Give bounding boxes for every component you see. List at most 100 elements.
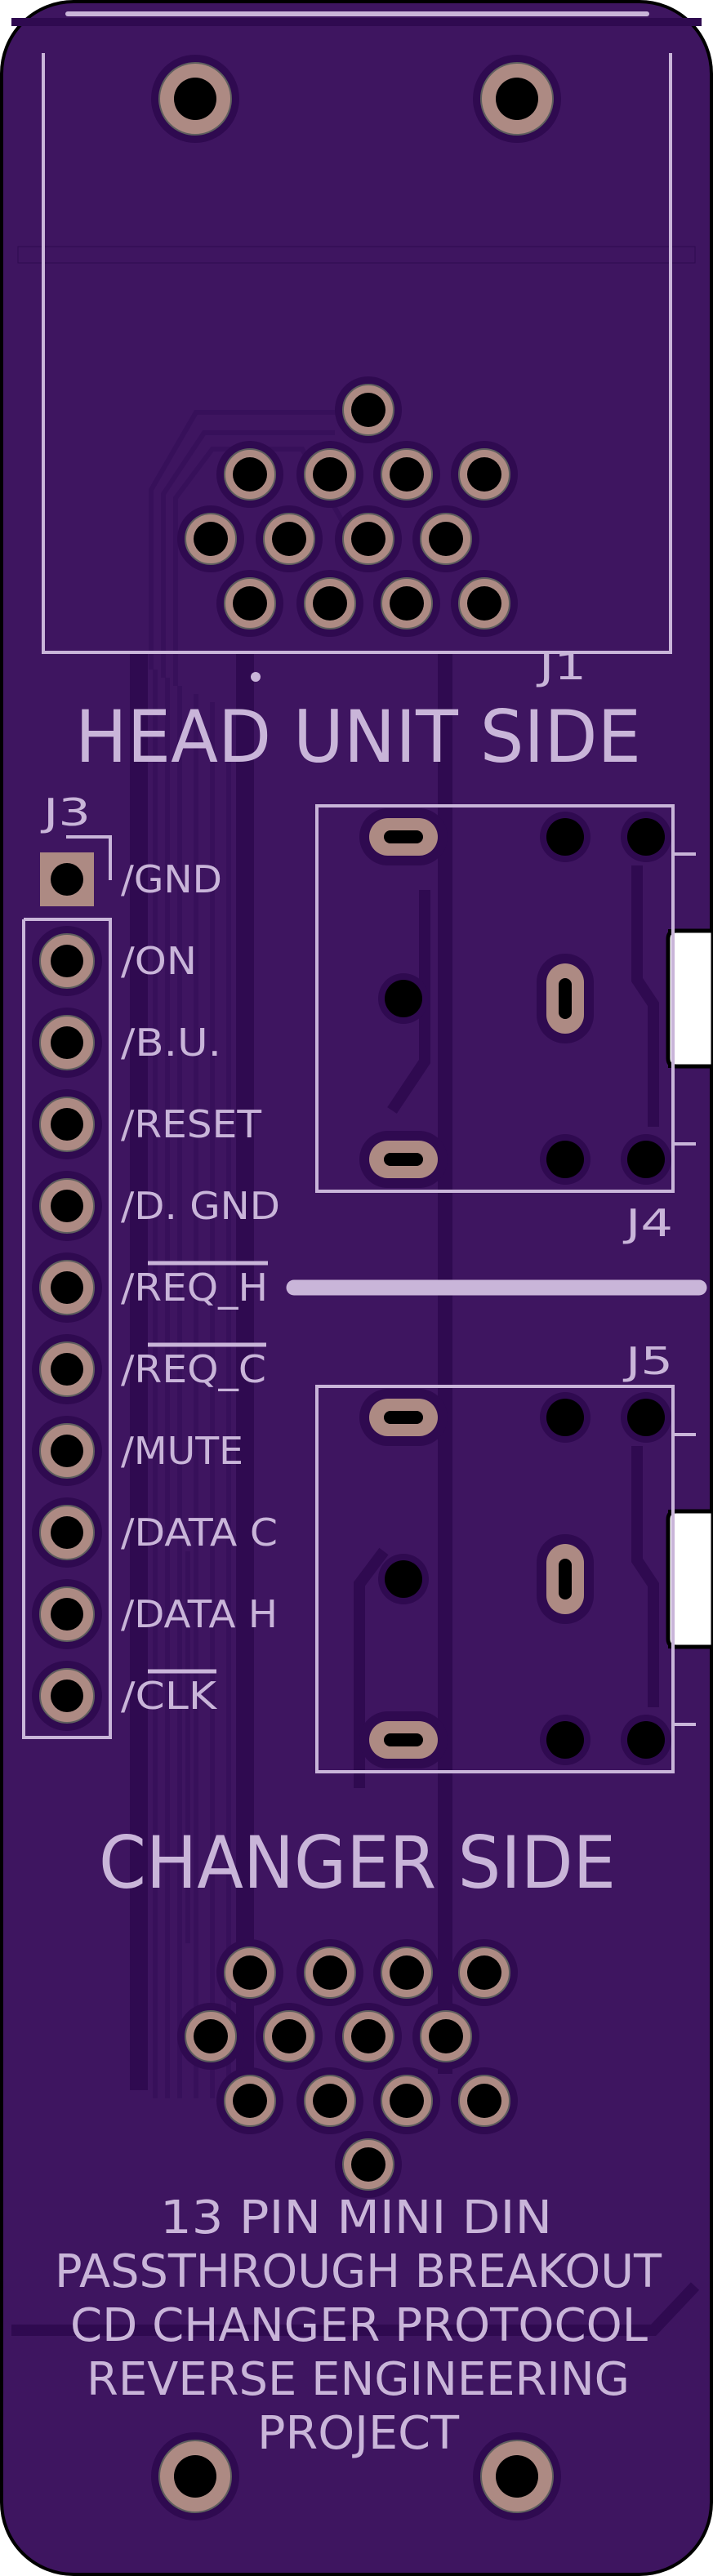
drill-hole [51,1108,83,1141]
j2-pin [373,1939,440,2006]
j1-pin [296,441,363,508]
j3-pin-label: /RESET [121,1102,262,1146]
drill-hole [194,2019,228,2053]
slot-hole [559,978,572,1019]
slot-hole [384,1411,423,1424]
j4-mount-hole [621,812,671,862]
j2-pin [296,1939,363,2006]
j1-pin1-dot [251,672,261,682]
mounting-hole [473,2432,561,2520]
j3-pin-square [40,852,94,906]
j1-pin [216,441,283,508]
j3-pin [32,1579,102,1649]
description-line: REVERSE ENGINEERING [87,2353,630,2406]
j3-pin-labels: /GND/ON/B.U./RESET/D. GND/REQ_H/REQ_C/MU… [121,857,280,1718]
drill-hole [390,457,424,492]
mounting-hole [151,2432,239,2520]
j3-pin-label: /DATA C [121,1510,278,1555]
drill-hole [313,457,347,492]
drill-hole [546,1141,584,1178]
drill-hole [429,2019,463,2053]
j3-pin-label: /D. GND [121,1184,280,1228]
j2-pin [451,1939,518,2006]
j4-reference: J4 [622,1201,673,1245]
j5-shield-pad [359,1389,448,1446]
j3-pin-label: /REQ_C [121,1347,266,1391]
slot-hole [384,830,423,843]
j4-outline [315,804,696,1193]
description-text: 13 PIN MINI DIN PASSTHROUGH BREAKOUT CD … [55,2191,662,2460]
drill-hole [351,393,385,427]
drill-hole [313,1955,347,1990]
j3-pin [32,1252,102,1323]
drill-hole [467,586,501,621]
drill-hole [390,2084,424,2118]
mounting-hole [473,55,561,143]
j3-reference: J3 [40,790,91,834]
j2-pin [335,2131,402,2198]
j2-pin [216,1939,283,2006]
head-unit-side-label: HEAD UNIT SIDE [75,695,641,779]
drill-hole [546,1399,584,1436]
pads-layer [32,55,671,2520]
j3-pin [32,1089,102,1159]
drill-hole [467,2084,501,2118]
drill-hole [351,2019,385,2053]
j3-pin-label: /B.U. [121,1021,221,1065]
drill-hole [51,863,83,896]
j1-pin [373,441,440,508]
j2-pin [335,2003,402,2070]
j1-pin [296,570,363,637]
j2-pin [177,2003,244,2070]
drill-hole [313,2084,347,2118]
description-line: CD CHANGER PROTOCOL [70,2299,648,2352]
drill-hole [627,1141,665,1178]
j1-courtyard [42,53,672,654]
j4-mount-hole [540,1134,590,1185]
slot-hole [559,1559,572,1599]
notch-j4 [666,928,713,1069]
drill-hole [627,1721,665,1759]
j3-pin1-marker [66,835,112,880]
j5-mount-hole [540,1715,590,1765]
drill-hole [351,2147,385,2182]
j1-pin [177,505,244,572]
drill-hole [627,818,665,856]
drill-hole [272,2019,306,2053]
j1-pin [335,505,402,572]
j3-outline [22,918,112,1739]
drill-hole [194,522,228,556]
j1-pin [451,570,518,637]
drill-hole [51,1435,83,1467]
drill-hole [627,1399,665,1436]
drill-hole [51,1271,83,1304]
notch-j5 [666,1509,713,1649]
drill-hole [233,2084,267,2118]
drill-hole [351,522,385,556]
drill-hole [233,586,267,621]
j2-pin [373,2067,440,2134]
j3-pin-label: /GND [121,857,222,901]
j2-pin [412,2003,479,2070]
drill-hole [272,522,306,556]
drill-hole [233,457,267,492]
mounting-hole [151,55,239,143]
j5-mount-hole [621,1715,671,1765]
j5-reference: J5 [622,1339,673,1383]
j1-pin [373,570,440,637]
drill-hole [51,945,83,977]
j4-mount-hole [540,812,590,862]
drill-hole [385,1560,422,1598]
j4-shield-pad [359,1131,448,1188]
j3-pin [32,1416,102,1486]
j4-mount-hole [621,1134,671,1185]
drill-hole [51,1026,83,1059]
j3-pin [32,1334,102,1404]
j5-shield-pad [359,1711,448,1768]
drill-hole [174,78,216,120]
j3-pin [32,926,102,996]
copper-traces [11,18,702,2336]
drill-hole [429,522,463,556]
j4-shield-pad [359,808,448,865]
